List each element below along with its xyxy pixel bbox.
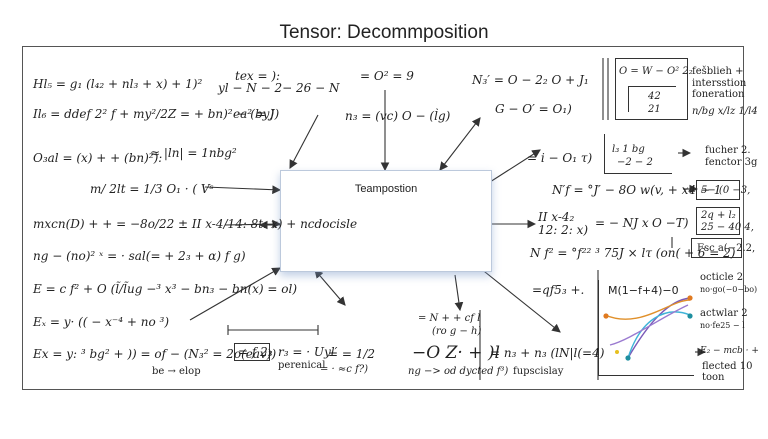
eq-top-4: = O² = 9 [360,69,414,83]
perenical-label: perenical [278,360,326,371]
plot-note-1: octicle 2 [700,272,744,283]
eq-left-9: Eₓ = y· (( − x⁻⁴ + no ³) [33,315,170,329]
eq-bottom-9: = · ≈c f?) [320,364,369,375]
side-note-3: foneration [692,89,745,100]
eq-left-3: O₃al = (x) + + (bn)²): [33,151,163,165]
bracket-row-2: −2 − 2 [617,157,653,168]
arrow-right-lower [479,267,561,333]
arrow-right-upper [489,149,541,183]
eq-bottom-7: r₃ = · Uyl′ [278,345,338,359]
center-label: Teampostion [354,183,418,195]
eq-top-3: ea² = J) [233,107,280,121]
eq-right-3b: 12: 2: x) [538,223,589,237]
arrow-left-middle [224,219,282,229]
eq-bottom-10: =qf5₃ +. [532,283,585,297]
eq-bottom-4: ng −> od dycted f³) [408,366,509,377]
small-box-1-text: 5− (0 −3, [701,185,751,196]
bottom-box-1 [234,343,270,361]
small-box-3-text: Fsc a(−2.2, [697,243,756,254]
eq-right-3d: O −T) [652,216,689,230]
diagram-title: Tensor: Decommposition [279,22,489,43]
arrow-left-lower [189,267,281,321]
matrix-row-1: O = W − O² 2₂ [619,66,693,77]
eq-top-5: n₃ = (vc) O − (l̀g) [345,109,451,123]
eq-left-6: mxcn(D) + + = −8o/22 ± II x-4/14: 8t: x)… [33,217,358,231]
small-box-3 [691,238,742,258]
eq-right-1: = i − O₁ τ) [527,151,593,165]
diagram-frame [22,46,744,390]
eq-right-3c: = − NJ x [595,216,649,230]
small-box-2-text-1: 2q + l₂ [701,210,736,221]
eq-bottom-5: = n₃ + n₃ (lN|l(=4) [490,346,605,360]
eq-top-7: G − O′ = O₁) [495,102,572,116]
eq-right-2: N′f = °J′ − 8O w(v, + x4 − 1 [552,183,722,197]
plot-note-7: toon [702,372,725,383]
plot-note-3: actwlar 2 [700,308,748,319]
side-note-1: fešblieh + [692,66,744,77]
eq-bottom-8: = = 1/2 [328,347,376,361]
small-box-2-text-2: 25 − 40 4, [701,222,754,233]
eq-bottom-6: = f 2₃ [238,345,273,359]
eq-top-2: yl − N − 2− 26 − N [218,81,340,95]
side-fraction: n/bg x/lz 1/l4 [692,106,758,117]
plot-box [598,280,694,376]
center-box: Teampostion [280,170,492,272]
matrix-box-top [615,58,688,120]
arrow-bottom-left [314,269,346,306]
fenctor-label: fenctor 3g [705,157,758,168]
small-box-1 [696,180,740,200]
arrow-bottom-right [454,274,464,312]
eq-left-10: Ex = y: ³ bg² + )) = of − (N₃² = 2o(eav)… [33,347,277,361]
side-note-2: intersstion [692,78,747,89]
eq-bottom-2: (ro g − h) [432,326,482,337]
eq-bottom-3: −O Z· + )l [412,343,500,363]
arrow-top-left [289,114,319,169]
fucher-label: fucher 2. [705,145,751,156]
eq-left-8: E = c f² + O (l̃/l̃ug −³ x³ − bn₃ − bn(x… [33,282,298,296]
eq-top-1: tex = ): [235,69,281,83]
eq-bottom-1: = N + + cf l [418,313,481,324]
arrow-left-upper [204,185,282,195]
plot-note-5: E₂ − mcb · + [700,346,759,356]
eq-right-4: N f² = °f²² ³ 75J × lτ (on( + 6 = 2) [530,246,736,260]
eq-left-2: Il₆ = ddef 2² f + my²/2Z = + bn)² − (by) [33,107,275,121]
plot-title: M(1−f+4)−0 [608,284,679,297]
eq-top-6: N₃′ = O − 2₂ O + J₁ [472,73,589,87]
curve-points [603,295,693,361]
bracket-box-mid [604,134,672,174]
fupscislay-label: fupscislay [513,366,564,377]
eq-right-3a: II x-4₂ [538,210,575,224]
bottom-left-label: be → elop [152,366,201,377]
arrow-top-right [439,117,481,171]
curve-plot [604,297,691,359]
eq-left-4: ≈ |ln| = 1nbg² [150,146,237,160]
eq-left-7: ng − (no)² ˣ = · sal(= + 2₃ + α) f g) [33,249,246,263]
bracket-row-1: l₃ 1 bg [612,144,645,155]
matrix-val-1: 42 [648,91,661,102]
plot-note-6: flected 10 [702,361,753,372]
plot-note-2: no·go(−0−bo) [700,285,758,294]
matrix-box-inner [628,86,676,112]
eq-left-5: m/ 2lt = 1/3 O₁ · ( Vˢ [90,182,214,196]
small-box-2 [696,207,740,235]
matrix-val-2: 21 [648,104,661,115]
plot-note-4: no·fe25 − l [700,321,745,330]
eq-left-1: Hl₅ = g₁ (l₄₂ + nl₃ + x) + 1)² [33,77,203,91]
